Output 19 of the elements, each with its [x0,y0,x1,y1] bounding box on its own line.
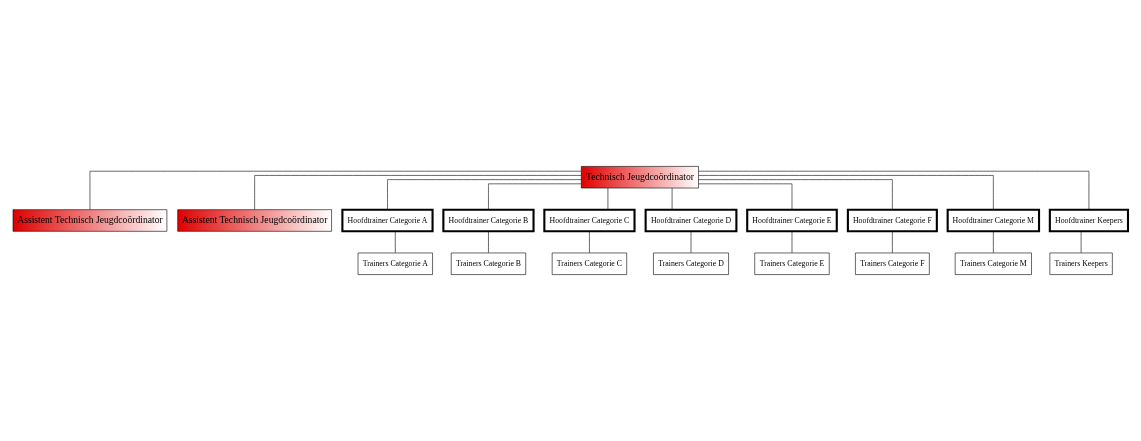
connector [690,231,692,253]
connector [488,231,489,253]
node-box: Assistent Technisch Jeugdcoördinator [12,209,168,232]
connector [698,179,893,210]
connector [698,183,793,210]
connector [698,170,1090,210]
connector [607,187,609,210]
connector [791,231,793,253]
node-box: Assistent Technisch Jeugdcoördinator [177,209,332,232]
connector [387,179,582,210]
connector [993,231,994,253]
connector [1080,231,1082,253]
node-box: Technisch Jeugdcoördinator [581,166,699,189]
connector [671,187,673,210]
connector [892,231,893,253]
connector [395,231,396,253]
connector [488,183,582,210]
connector [698,175,994,210]
connector [589,231,590,253]
